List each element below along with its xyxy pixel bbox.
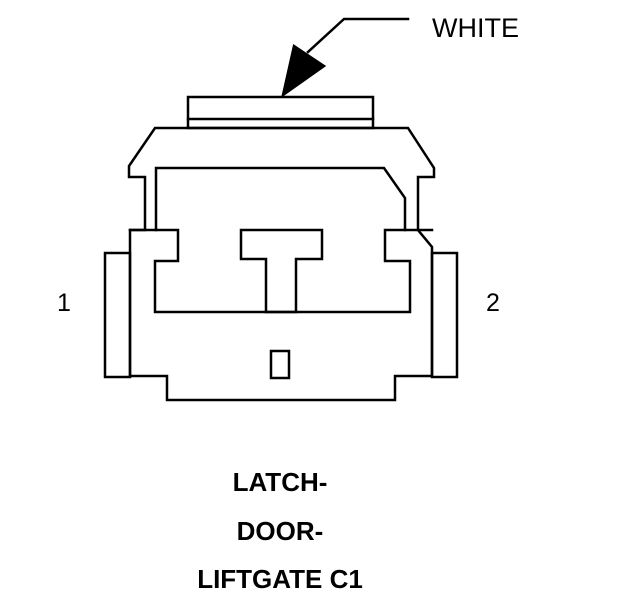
latch-tab xyxy=(186,95,375,130)
connector-title-line-3: LIFTGATE C1 xyxy=(197,564,363,594)
color-leader-arrowhead xyxy=(281,43,327,98)
wire-color-label: WHITE xyxy=(432,13,519,43)
bottom-notch xyxy=(269,349,291,380)
side-rib-right xyxy=(430,251,459,379)
polarizing-key xyxy=(239,228,324,314)
color-leader-line xyxy=(306,17,410,54)
pin-1-label: 1 xyxy=(57,289,71,317)
latch-frame xyxy=(154,166,407,232)
terminal-cavity xyxy=(128,228,434,314)
connector-title-line-1: LATCH- xyxy=(232,467,328,497)
pin-2-label: 2 xyxy=(486,289,500,317)
side-rib-left xyxy=(103,251,132,379)
connector-title-line-2: DOOR- xyxy=(236,516,324,546)
connector-housing-outline xyxy=(127,126,436,402)
